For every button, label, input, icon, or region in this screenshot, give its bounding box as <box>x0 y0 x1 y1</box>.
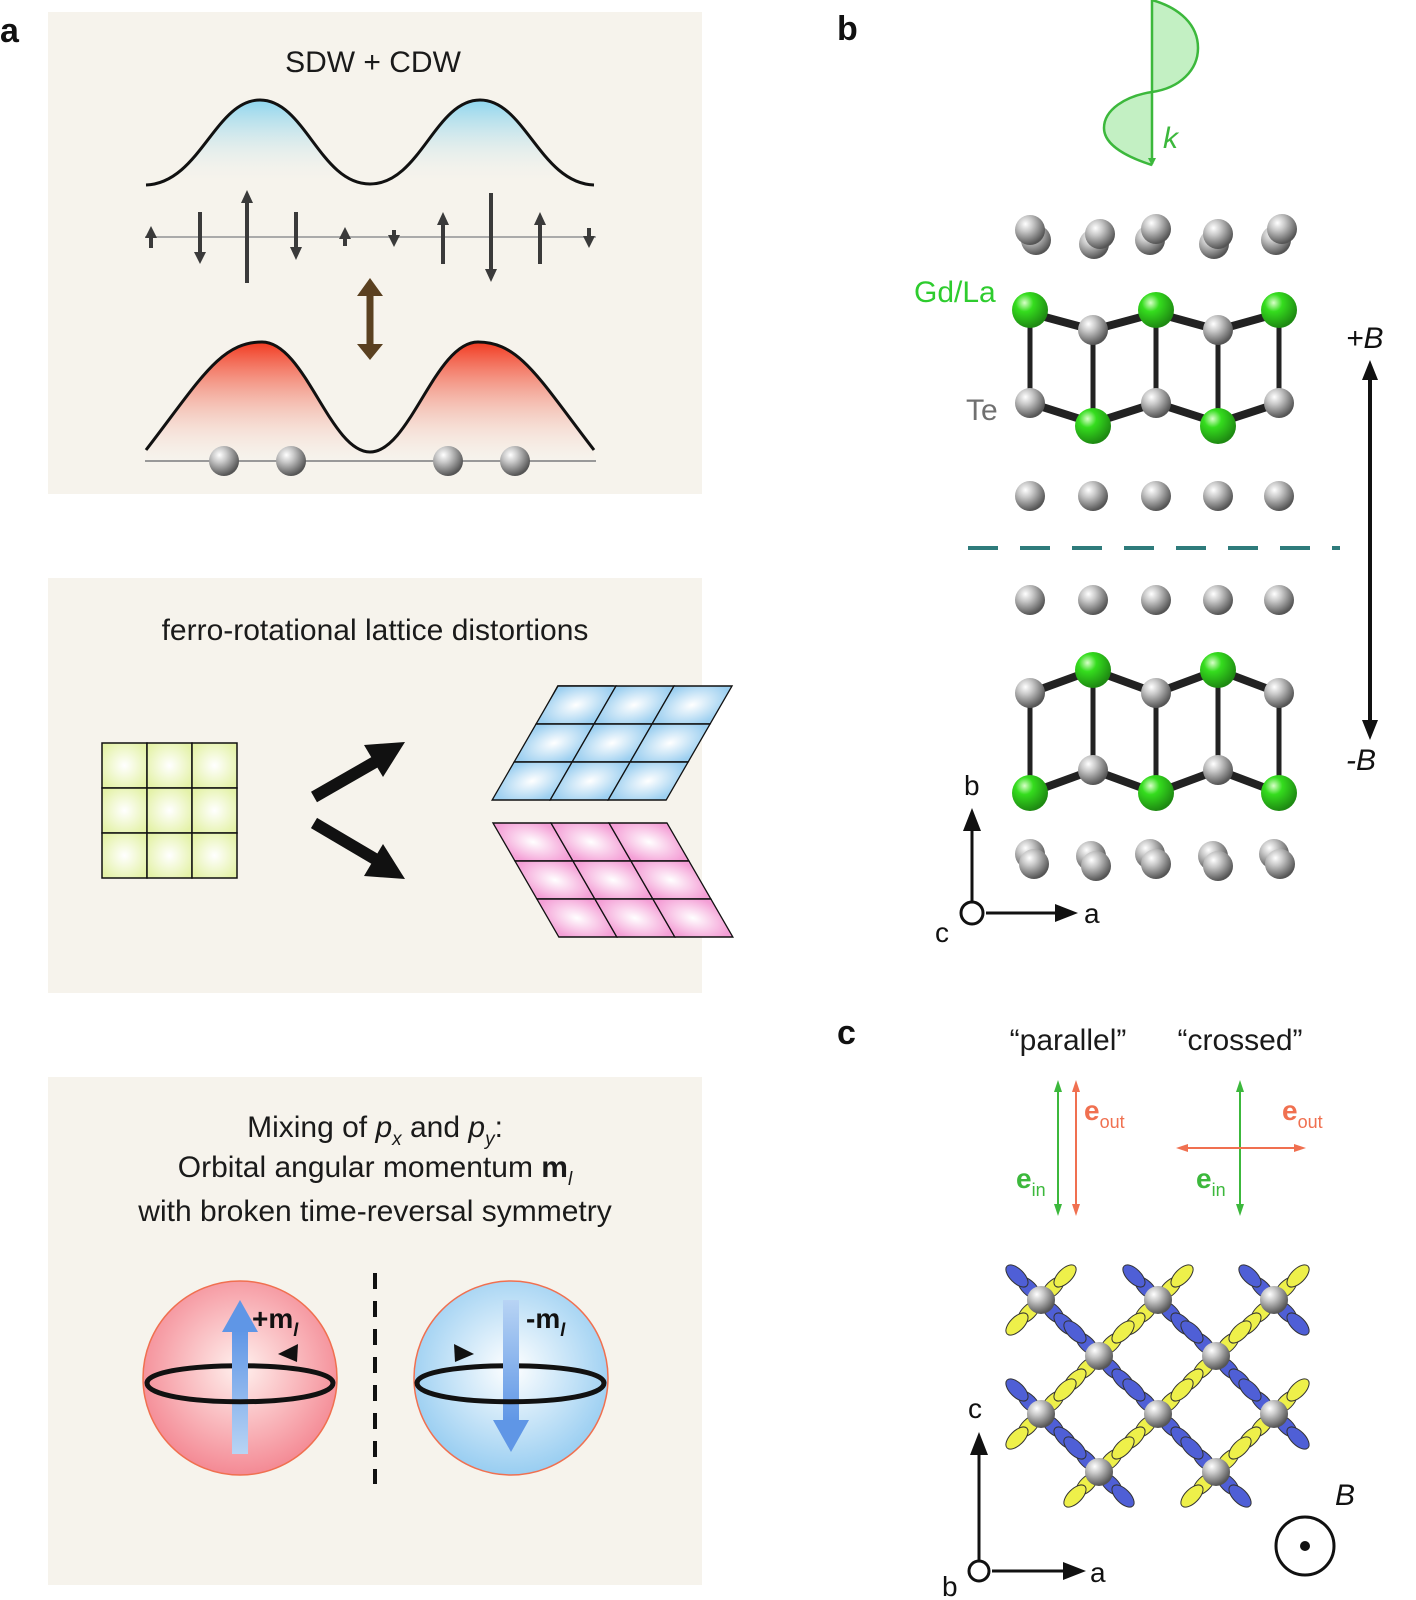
panel-letter-c: c <box>837 1014 856 1052</box>
axis-b-label: b <box>964 770 980 801</box>
te-atom <box>1260 1400 1288 1428</box>
te-atom <box>1202 1458 1230 1486</box>
orbital-lobe <box>1286 1312 1310 1336</box>
ferro-rotational-title: ferro-rotational lattice distortions <box>162 614 589 647</box>
sdw-cdw-box: SDW + CDW <box>48 12 702 494</box>
orbital-lobe <box>1228 1436 1252 1460</box>
orbital-lobe <box>1111 1436 1135 1460</box>
spin-arrows <box>145 190 595 283</box>
mixing-line: Mixing of px and py: <box>247 1111 503 1150</box>
minus-ml-label: -ml <box>526 1303 566 1340</box>
orbital-lobe <box>1053 1264 1077 1288</box>
te-label: Te <box>966 394 998 427</box>
te-row-bottom <box>1015 839 1295 881</box>
panel-letter-b: b <box>837 10 858 48</box>
te-atom <box>1202 1342 1230 1370</box>
te-atom <box>1085 1342 1113 1370</box>
orbital-lobe <box>1238 1264 1262 1288</box>
axes-panel-c: c a b <box>942 1393 1106 1600</box>
crossed-polarization: eout ein <box>1176 1080 1323 1216</box>
parallel-polarization: eout ein <box>1016 1080 1125 1216</box>
orbital-lobe <box>1005 1426 1029 1450</box>
te-atom <box>1260 1286 1288 1314</box>
orbital-lobe <box>1180 1484 1204 1508</box>
gd-la-label: Gd/La <box>914 276 996 309</box>
orbital-lobe <box>1005 1312 1029 1336</box>
e-in-parallel: ein <box>1016 1163 1046 1200</box>
orbital-lobe <box>1286 1426 1310 1450</box>
orbital-lobe <box>1286 1264 1310 1288</box>
axis-b-label-c: b <box>942 1571 958 1600</box>
axis-a-label: a <box>1084 898 1100 929</box>
te-row-mid1 <box>1015 481 1294 511</box>
distortion-arrows <box>310 742 405 879</box>
te-row-mid2 <box>1015 585 1294 615</box>
orbital-lobe <box>1111 1320 1135 1344</box>
field-b-label: B <box>1335 1479 1355 1512</box>
blue-grid <box>490 685 734 801</box>
orbital-lobe <box>1122 1378 1146 1402</box>
te-atom <box>1027 1286 1055 1314</box>
orbital-lobe <box>1180 1436 1204 1460</box>
sdw-cdw-title: SDW + CDW <box>285 46 462 79</box>
te-atom <box>1085 1458 1113 1486</box>
orbital-lobe <box>1053 1378 1077 1402</box>
field-out-of-plane: B <box>1274 1479 1355 1577</box>
orbital-lobe <box>1005 1378 1029 1402</box>
crossed-label: “crossed” <box>1177 1024 1302 1057</box>
parallel-label: “parallel” <box>1010 1024 1127 1057</box>
cdw-atoms <box>209 446 530 476</box>
e-in-crossed: ein <box>1196 1163 1226 1200</box>
cdw-wave <box>146 342 594 460</box>
orbital-lobe <box>1238 1378 1262 1402</box>
trs-line: with broken time-reversal symmetry <box>137 1195 611 1228</box>
crystal-structure <box>968 214 1340 881</box>
sphere-plus-ml: +ml <box>142 1280 338 1476</box>
pink-grid <box>491 822 735 938</box>
orbital-lobe <box>1228 1484 1252 1508</box>
plus-ml-label: +ml <box>252 1303 299 1340</box>
light-wave: k <box>1102 0 1200 167</box>
field-arrow: +B -B <box>1346 322 1384 777</box>
orbital-lobe <box>1170 1378 1194 1402</box>
e-out-crossed: eout <box>1282 1095 1323 1132</box>
orbital-lobes <box>1005 1264 1310 1508</box>
orbital-lobe <box>1286 1378 1310 1402</box>
axes-panel-b: b a c <box>935 770 1100 948</box>
orbital-lobe <box>1111 1484 1135 1508</box>
te-row-top <box>1015 214 1297 259</box>
sdw-wave <box>146 100 594 185</box>
axis-c-label-c: c <box>968 1393 982 1424</box>
lower-slab-atoms <box>1012 652 1297 811</box>
sphere-minus-ml: -ml <box>413 1280 609 1476</box>
minus-b-label: -B <box>1346 744 1376 777</box>
orbital-lobe <box>1122 1264 1146 1288</box>
k-label: k <box>1163 122 1180 155</box>
panel-letter-a: a <box>0 12 20 50</box>
te-atom <box>1144 1286 1172 1314</box>
upper-slab-atoms <box>1012 292 1297 444</box>
te-atom <box>1144 1400 1172 1428</box>
orbital-lobe <box>1170 1264 1194 1288</box>
te-atom <box>1027 1400 1055 1428</box>
square-lattice <box>101 742 238 879</box>
e-out-parallel: eout <box>1084 1095 1125 1132</box>
orbital-lobe <box>1180 1320 1204 1344</box>
orbital-momentum-box: Mixing of px and py: Orbital angular mom… <box>48 1077 702 1585</box>
axis-c-label: c <box>935 917 949 948</box>
orbital-line: Orbital angular momentum ml <box>178 1151 573 1190</box>
coupling-arrow <box>357 278 383 360</box>
orbital-lobe <box>1005 1264 1029 1288</box>
orbital-lobe <box>1063 1436 1087 1460</box>
orbital-lobe <box>1063 1484 1087 1508</box>
orbital-lobe <box>1063 1320 1087 1344</box>
axis-a-label-c: a <box>1090 1557 1106 1588</box>
orbital-lobe <box>1228 1320 1252 1344</box>
plus-b-label: +B <box>1346 322 1384 355</box>
ferro-rotational-box: ferro-rotational lattice distortions <box>48 578 735 993</box>
